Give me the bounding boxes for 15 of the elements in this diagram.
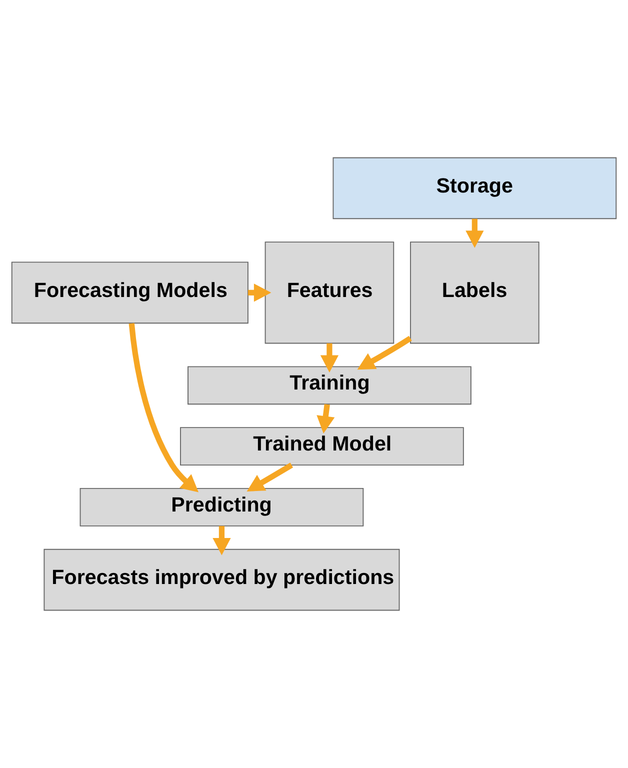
arrow <box>357 336 412 370</box>
node-box: Trained Model <box>180 427 464 466</box>
arrow <box>246 462 294 492</box>
arrow <box>320 343 339 372</box>
arrow <box>128 323 199 492</box>
arrow <box>212 526 231 556</box>
node-box: Labels <box>410 242 540 344</box>
arrow <box>316 404 335 434</box>
arrow <box>466 218 484 248</box>
node-box: Training <box>188 366 472 405</box>
node-box: Predicting <box>80 488 364 526</box>
node-box: Forecasts improved by predictions <box>44 548 400 611</box>
node-box: Storage <box>332 157 617 220</box>
node-box: Forecasting Models <box>11 262 248 324</box>
node-box: Features <box>264 242 394 344</box>
